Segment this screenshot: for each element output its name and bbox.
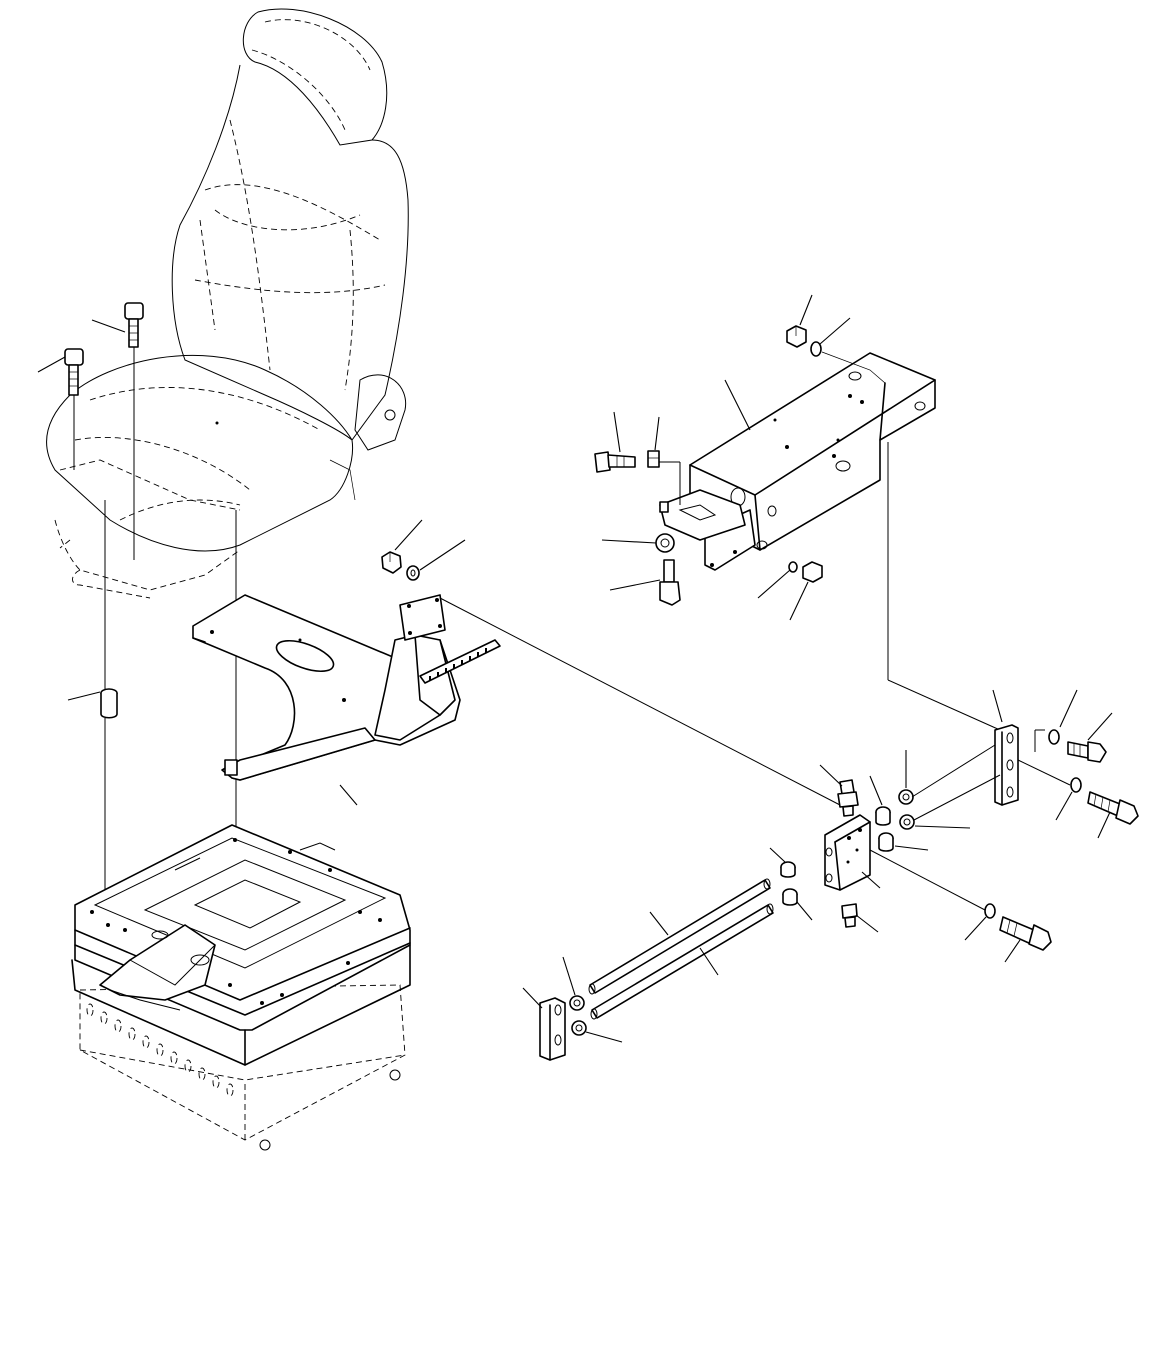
leader-top-washer xyxy=(819,317,851,345)
leader-spacer xyxy=(67,691,101,701)
leader-bracket-washer xyxy=(419,539,466,571)
leader-ring-nut-left-lower xyxy=(585,1031,623,1043)
bolt-mid-right xyxy=(1087,791,1139,825)
seat-suspension xyxy=(71,824,411,1151)
leader-top-nut xyxy=(799,294,813,326)
bushing-lower xyxy=(878,832,894,852)
bracket-bolt-hex-down xyxy=(659,559,681,606)
bracket-spring-washer xyxy=(788,561,798,573)
grease-fitting xyxy=(837,779,859,817)
top-nut xyxy=(786,325,807,348)
leader-bolt-upper-right xyxy=(1087,712,1113,741)
washer-mid-right xyxy=(1070,777,1082,793)
ring-nut-lower xyxy=(899,814,915,830)
bracket-small-nut xyxy=(802,561,823,583)
top-washer xyxy=(810,341,822,357)
seat-mount-bracket xyxy=(192,594,501,781)
ring-nut-left-upper xyxy=(569,995,585,1011)
pin-upper-left xyxy=(780,861,796,878)
assembly-line-ring-upper xyxy=(911,744,996,798)
leader-ring-nut-left-upper xyxy=(562,956,576,996)
bracket-bolt-long xyxy=(594,451,636,473)
seat-cushion xyxy=(46,354,354,552)
leader-console-bracket xyxy=(724,379,751,431)
leader-bracket xyxy=(339,784,358,806)
headrest xyxy=(242,8,388,146)
assembly-line-center-bolt xyxy=(869,849,986,911)
leader-pivot-plate-right xyxy=(992,689,1003,723)
leader-washer-mid-right xyxy=(1055,791,1073,821)
bushing-upper xyxy=(875,806,891,826)
bracket-nut-hex xyxy=(655,533,675,553)
assembly-lines-right xyxy=(439,442,1001,806)
bracket-washer xyxy=(406,565,420,581)
bracket-nut xyxy=(381,551,402,574)
linkage-rod-upper xyxy=(588,878,771,995)
seat-assembly xyxy=(46,8,409,599)
grease-fitting-lower xyxy=(841,903,858,928)
leader-rod-lower xyxy=(699,947,719,976)
assembly-line-top-washer xyxy=(821,351,886,384)
leader-washer-upper-right xyxy=(1059,689,1078,728)
leader-bolt-mid-right xyxy=(1097,811,1111,839)
leader-bolt-long xyxy=(613,411,621,453)
bolt-center-right xyxy=(999,916,1052,951)
leader-spring-washer xyxy=(757,569,791,599)
recliner-lever xyxy=(354,374,407,451)
leader-ring-nut-lower xyxy=(914,825,971,829)
ring-nut-left-lower xyxy=(571,1020,587,1036)
leader-pin-upper-left xyxy=(769,847,786,863)
leader-bracket-nut xyxy=(394,519,423,551)
bracket-bolt-short xyxy=(647,450,660,468)
linkage-rod-lower xyxy=(590,903,774,1020)
ring-nut-upper xyxy=(898,789,914,805)
leader-rod-upper xyxy=(649,911,669,936)
bolt-upper-right xyxy=(1067,741,1107,763)
leader-washer-center-right xyxy=(964,916,987,941)
seat-bolt-left xyxy=(64,348,84,396)
leader-grease-fitting-lower xyxy=(855,914,879,933)
pivot-plate-left xyxy=(539,997,566,1061)
leader-lines-seat-bolts xyxy=(37,319,126,373)
spacer-bushing xyxy=(100,688,118,719)
leader-bolt-center-right xyxy=(1004,939,1021,963)
leader-grease-fitting xyxy=(819,764,843,787)
seat-backrest xyxy=(171,64,409,441)
leader-pivot-plate-left xyxy=(522,987,543,1009)
assembly-line-ring-lower xyxy=(913,774,1001,821)
center-block xyxy=(824,814,871,891)
leader-bushing-lower xyxy=(894,845,929,851)
console-bracket-tube xyxy=(659,352,936,571)
leader-pin-lower-left xyxy=(796,901,813,921)
leader-bolt-short xyxy=(654,416,660,451)
leader-bolt-hex-down xyxy=(609,579,661,591)
seat-bolt-right xyxy=(124,302,144,348)
leader-bushing-upper xyxy=(869,775,883,806)
leader-small-nut xyxy=(789,581,809,621)
leader-nut-hex xyxy=(601,539,657,544)
washer-upper-right xyxy=(1048,729,1060,745)
pin-lower-left xyxy=(782,888,798,906)
leader-center-block xyxy=(861,871,881,889)
pivot-plate-right xyxy=(994,724,1019,806)
washer-center-right xyxy=(984,903,996,919)
